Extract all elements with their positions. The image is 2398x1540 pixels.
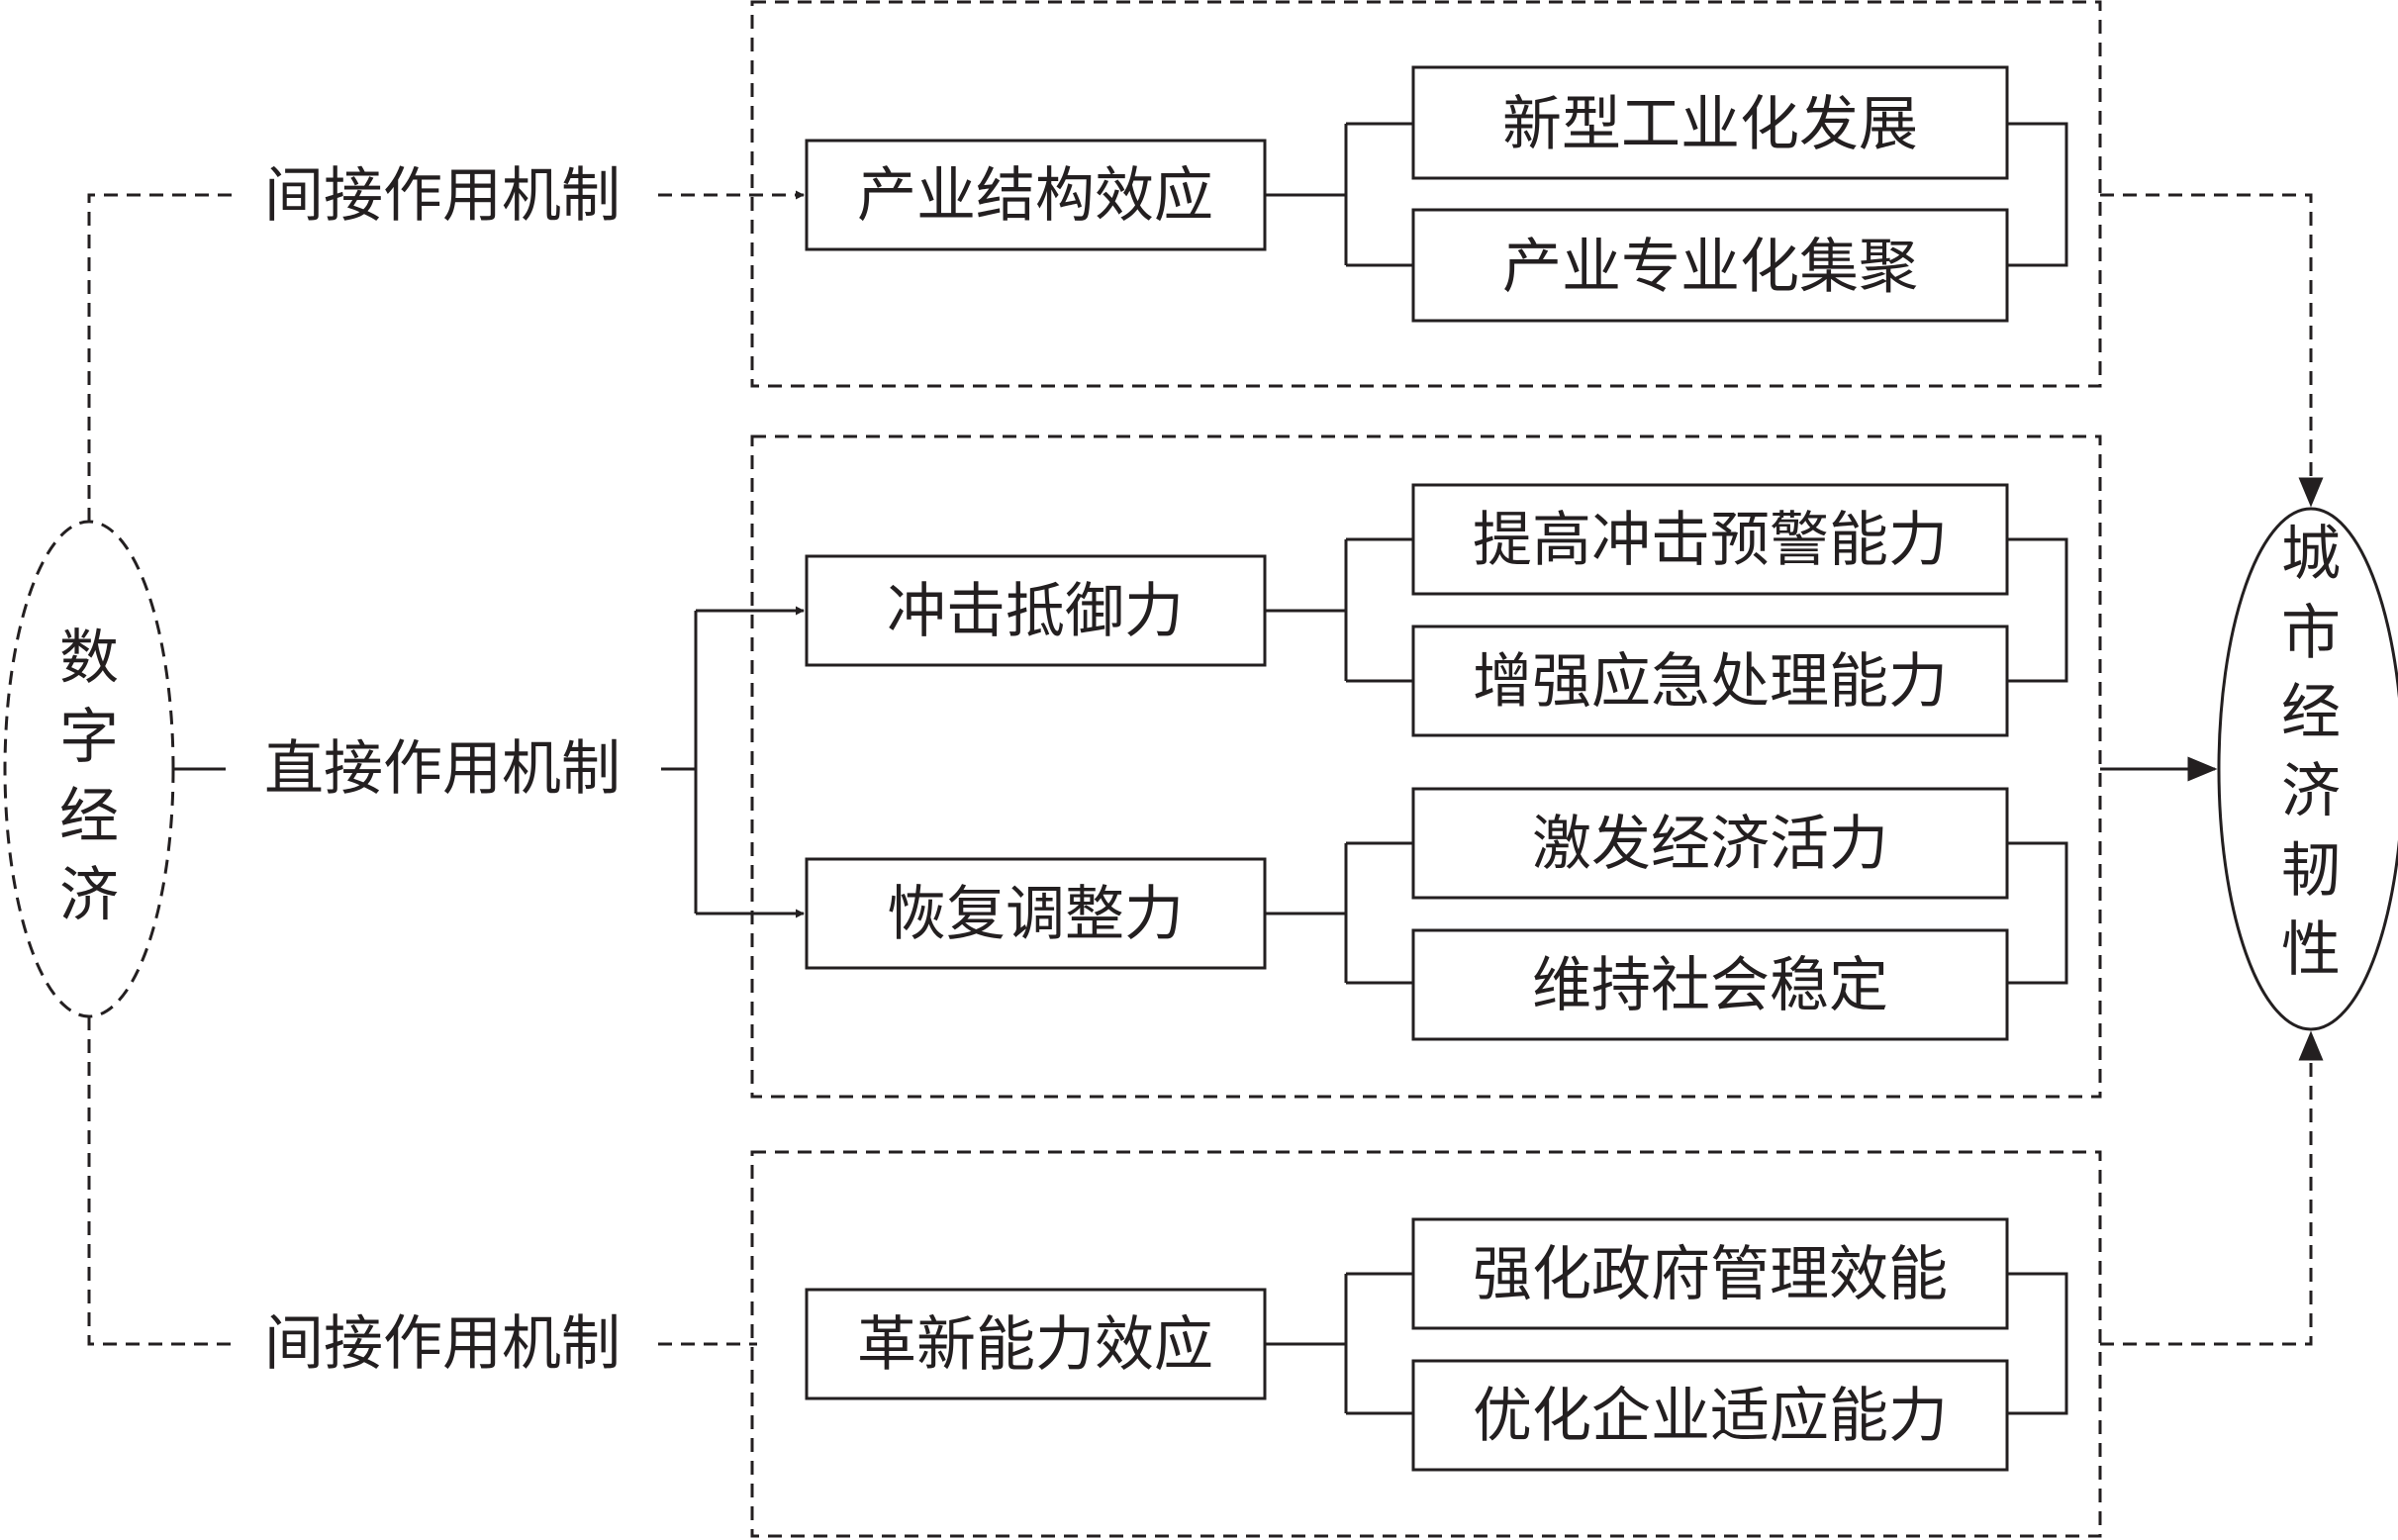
- source-char-1: 数: [59, 624, 119, 693]
- item-label-shock-1: 提高冲击预警能力: [1473, 506, 1948, 575]
- target-char-6: 性: [2281, 915, 2341, 985]
- effect-label-industrial-structure: 产业结构效应: [857, 161, 1213, 231]
- source-char-4: 济: [59, 861, 119, 930]
- item-box-bottom-2: [1411, 1359, 2009, 1472]
- source-char-2: 字: [59, 703, 119, 772]
- target-char-5: 韧: [2281, 836, 2341, 906]
- bottom-branch-line: [87, 1016, 233, 1346]
- middle-mechanism-fork: [661, 606, 805, 918]
- effect-label-shock-resistance: 冲击抵御力: [887, 577, 1184, 646]
- effect-label-recovery-adjustment: 恢复调整力: [887, 880, 1184, 949]
- effect-label-innovation-capacity: 革新能力效应: [857, 1310, 1213, 1380]
- bottom-output-arrow: [2100, 1030, 2324, 1346]
- item-label-top-2: 产业专业化集聚: [1502, 233, 1918, 302]
- group-bottom-container: [750, 1150, 2102, 1538]
- group-middle-container: [750, 434, 2102, 1099]
- target-node-urban-economic-resilience: 城 市 经 济 韧 性: [2217, 507, 2398, 1031]
- item-label-recovery-1: 激发经济活力: [1532, 810, 1888, 879]
- group-top: 产业结构效应 新型工业化发展 产业专业化集聚: [805, 65, 2068, 323]
- item-label-top-1: 新型工业化发展: [1502, 90, 1918, 159]
- item-box-recovery-2: [1411, 928, 2009, 1041]
- effect-box-shock-resistance: [805, 554, 1267, 667]
- source-node-digital-economy: 数 字 经 济: [3, 520, 175, 1018]
- item-label-shock-2: 增强应急处理能力: [1473, 647, 1948, 717]
- source-char-3: 经: [59, 782, 119, 851]
- item-box-top-2: [1411, 208, 2009, 323]
- top-right-bracket: [2007, 122, 2068, 267]
- source-connectors: [87, 193, 233, 1346]
- group-bottom: 革新能力效应 强化政府管理效能 优化企业适应能力: [805, 1217, 2068, 1472]
- item-label-bottom-2: 优化企业适应能力: [1473, 1382, 1948, 1451]
- group-middle: 冲击抵御力 提高冲击预警能力 增强应急处理能力 恢复调整力 激发经济活力 维持社…: [805, 483, 2068, 1041]
- mechanism-label-bottom: 间接作用机制: [264, 1309, 621, 1379]
- target-ellipse: [2217, 507, 2398, 1031]
- target-char-4: 济: [2281, 757, 2341, 826]
- group-top-container: [750, 0, 2102, 388]
- shock-right-bracket: [2007, 537, 2068, 683]
- effect-box-industrial-structure: [805, 139, 1267, 251]
- item-box-shock-1: [1411, 483, 2009, 596]
- item-box-recovery-1: [1411, 787, 2009, 900]
- item-label-recovery-2: 维持社会稳定: [1532, 951, 1888, 1020]
- recovery-right-bracket: [2007, 841, 2068, 985]
- target-char-3: 经: [2281, 678, 2341, 747]
- target-char-2: 市: [2281, 599, 2341, 668]
- item-box-bottom-1: [1411, 1217, 2009, 1330]
- mechanism-label-top: 间接作用机制: [264, 161, 621, 231]
- top-output-arrow: [2100, 193, 2324, 508]
- effect-box-innovation-capacity: [805, 1288, 1267, 1400]
- item-label-bottom-1: 强化政府管理效能: [1473, 1240, 1948, 1309]
- mechanism-label-middle: 直接作用机制: [264, 734, 621, 804]
- target-char-1: 城: [2281, 520, 2341, 589]
- output-connectors: [2100, 193, 2324, 1346]
- item-box-shock-2: [1411, 625, 2009, 737]
- top-branch-line: [87, 193, 233, 522]
- effect-box-recovery-adjustment: [805, 857, 1267, 970]
- bottom-right-bracket: [2007, 1272, 2068, 1415]
